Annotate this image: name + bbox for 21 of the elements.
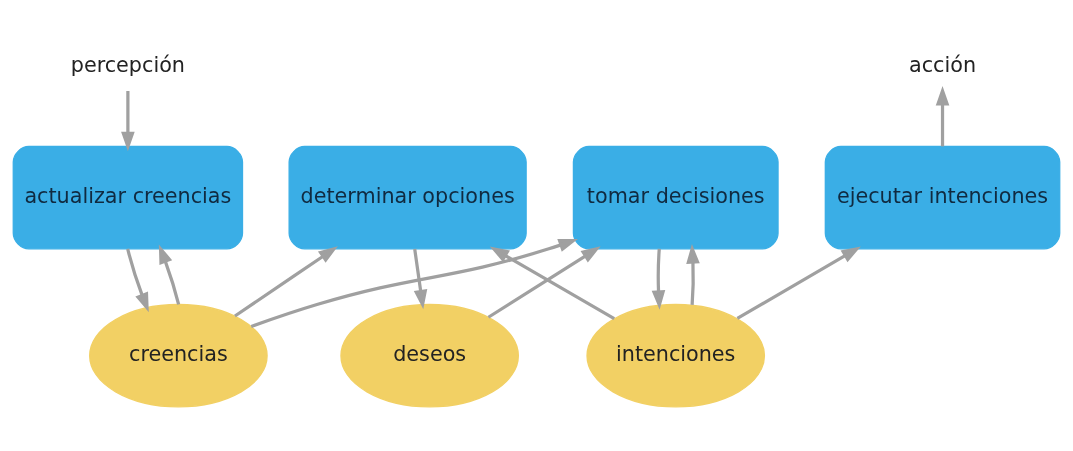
arrow	[250, 238, 578, 328]
node-ellipse: creencias	[89, 303, 268, 408]
arrow	[413, 248, 428, 310]
node-box: tomar decisiones	[572, 145, 779, 250]
arrow	[686, 244, 700, 306]
arrow	[158, 244, 181, 305]
arrow	[651, 248, 666, 310]
node-text: acción	[909, 53, 977, 78]
arrow	[234, 246, 338, 318]
arrow	[126, 248, 149, 313]
node-text: percepción	[70, 53, 185, 78]
node-ellipse: deseos	[340, 303, 519, 408]
node-box: determinar opciones	[288, 145, 527, 250]
node-box: ejecutar intenciones	[824, 145, 1061, 250]
arrow	[487, 246, 601, 319]
node-box: actualizar creencias	[12, 145, 244, 250]
arrow	[489, 246, 616, 321]
node-ellipse: intenciones	[586, 303, 766, 408]
arrow	[736, 246, 861, 320]
arrow	[121, 91, 135, 152]
arrow	[935, 86, 950, 147]
